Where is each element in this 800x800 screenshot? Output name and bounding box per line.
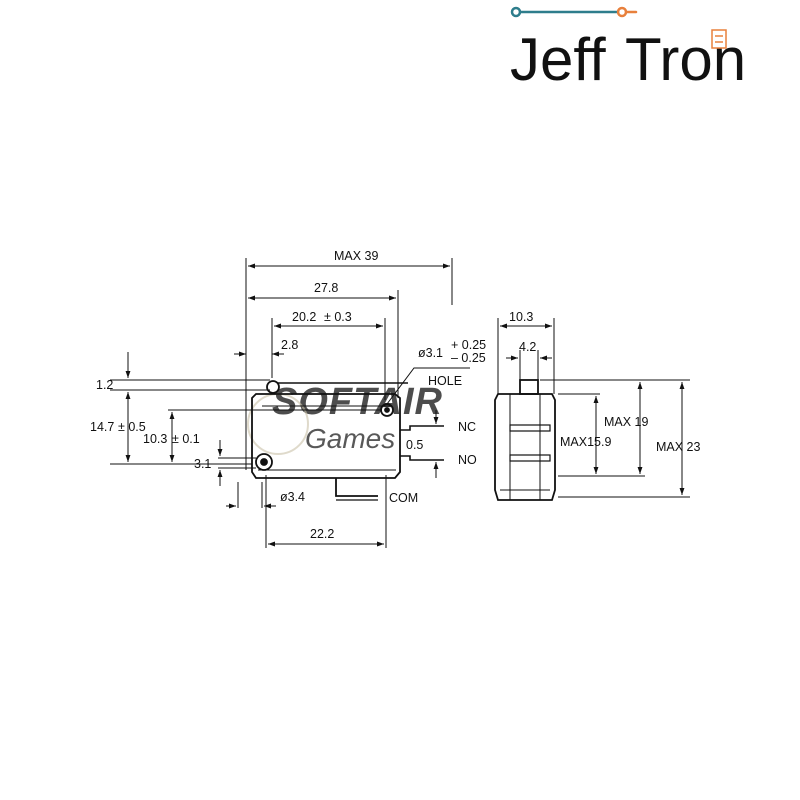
dim-20-2-tol: ± 0.3 [324, 310, 352, 324]
mounting-hole-bottom [255, 453, 273, 471]
dim-14-7-tol: ± 0.5 [118, 420, 146, 434]
dim-3-4: ø3.4 [280, 490, 305, 504]
dim-max23: MAX 23 [656, 440, 701, 454]
dim-max19: MAX 19 [604, 415, 649, 429]
dim-hole-tol-plus: + 0.25 [451, 338, 486, 352]
watermark-line2: Games [305, 423, 395, 454]
switch-body [251, 393, 401, 479]
dim-side-10-3: 10.3 [509, 310, 533, 324]
dim-side-4-2: 4.2 [519, 340, 536, 354]
label-com: COM [389, 491, 418, 505]
label-nc: NC [458, 420, 476, 434]
switch-side-view [494, 379, 556, 501]
dim-2-8: 2.8 [281, 338, 298, 352]
dim-14-7: 14.7 [90, 420, 114, 434]
lever-pivot [266, 380, 280, 394]
dim-hole-tol-minus: – 0.25 [451, 351, 486, 365]
label-no: NO [458, 453, 477, 467]
terminal-nc [400, 425, 444, 431]
terminal-com [335, 478, 378, 497]
watermark-line1: SOFTAIR [272, 381, 443, 423]
side-body [494, 393, 556, 501]
circuit-node-icon [510, 6, 638, 18]
dim-1-2: 1.2 [96, 378, 113, 392]
dimension-labels: MAX 39 27.8 20.2 ± 0.3 2.8 ø3.1 + 0.25 –… [90, 249, 701, 541]
dim-0-5: 0.5 [406, 438, 423, 452]
logo-text-right: Tron [625, 26, 746, 93]
jefftron-logo: Jeff Tron [510, 6, 746, 93]
terminal-no [400, 455, 444, 461]
label-hole: HOLE [428, 374, 462, 388]
dim-10-3: 10.3 [143, 432, 167, 446]
dim-max39: MAX 39 [334, 249, 379, 263]
dimension-lines [110, 258, 690, 548]
side-plunger [519, 379, 539, 395]
dim-3-1: 3.1 [194, 457, 211, 471]
dim-22-2: 22.2 [310, 527, 334, 541]
chip-icon [711, 29, 727, 49]
softair-watermark: SOFTAIR Games [247, 381, 443, 455]
logo-text-left: Jeff [510, 26, 606, 93]
dim-max15-9: MAX15.9 [560, 435, 611, 449]
dim-20-2: 20.2 [292, 310, 316, 324]
dim-10-3-tol: ± 0.1 [172, 432, 200, 446]
dim-27-8: 27.8 [314, 281, 338, 295]
dim-hole-dia: ø3.1 [418, 346, 443, 360]
switch-front-view [251, 380, 444, 501]
